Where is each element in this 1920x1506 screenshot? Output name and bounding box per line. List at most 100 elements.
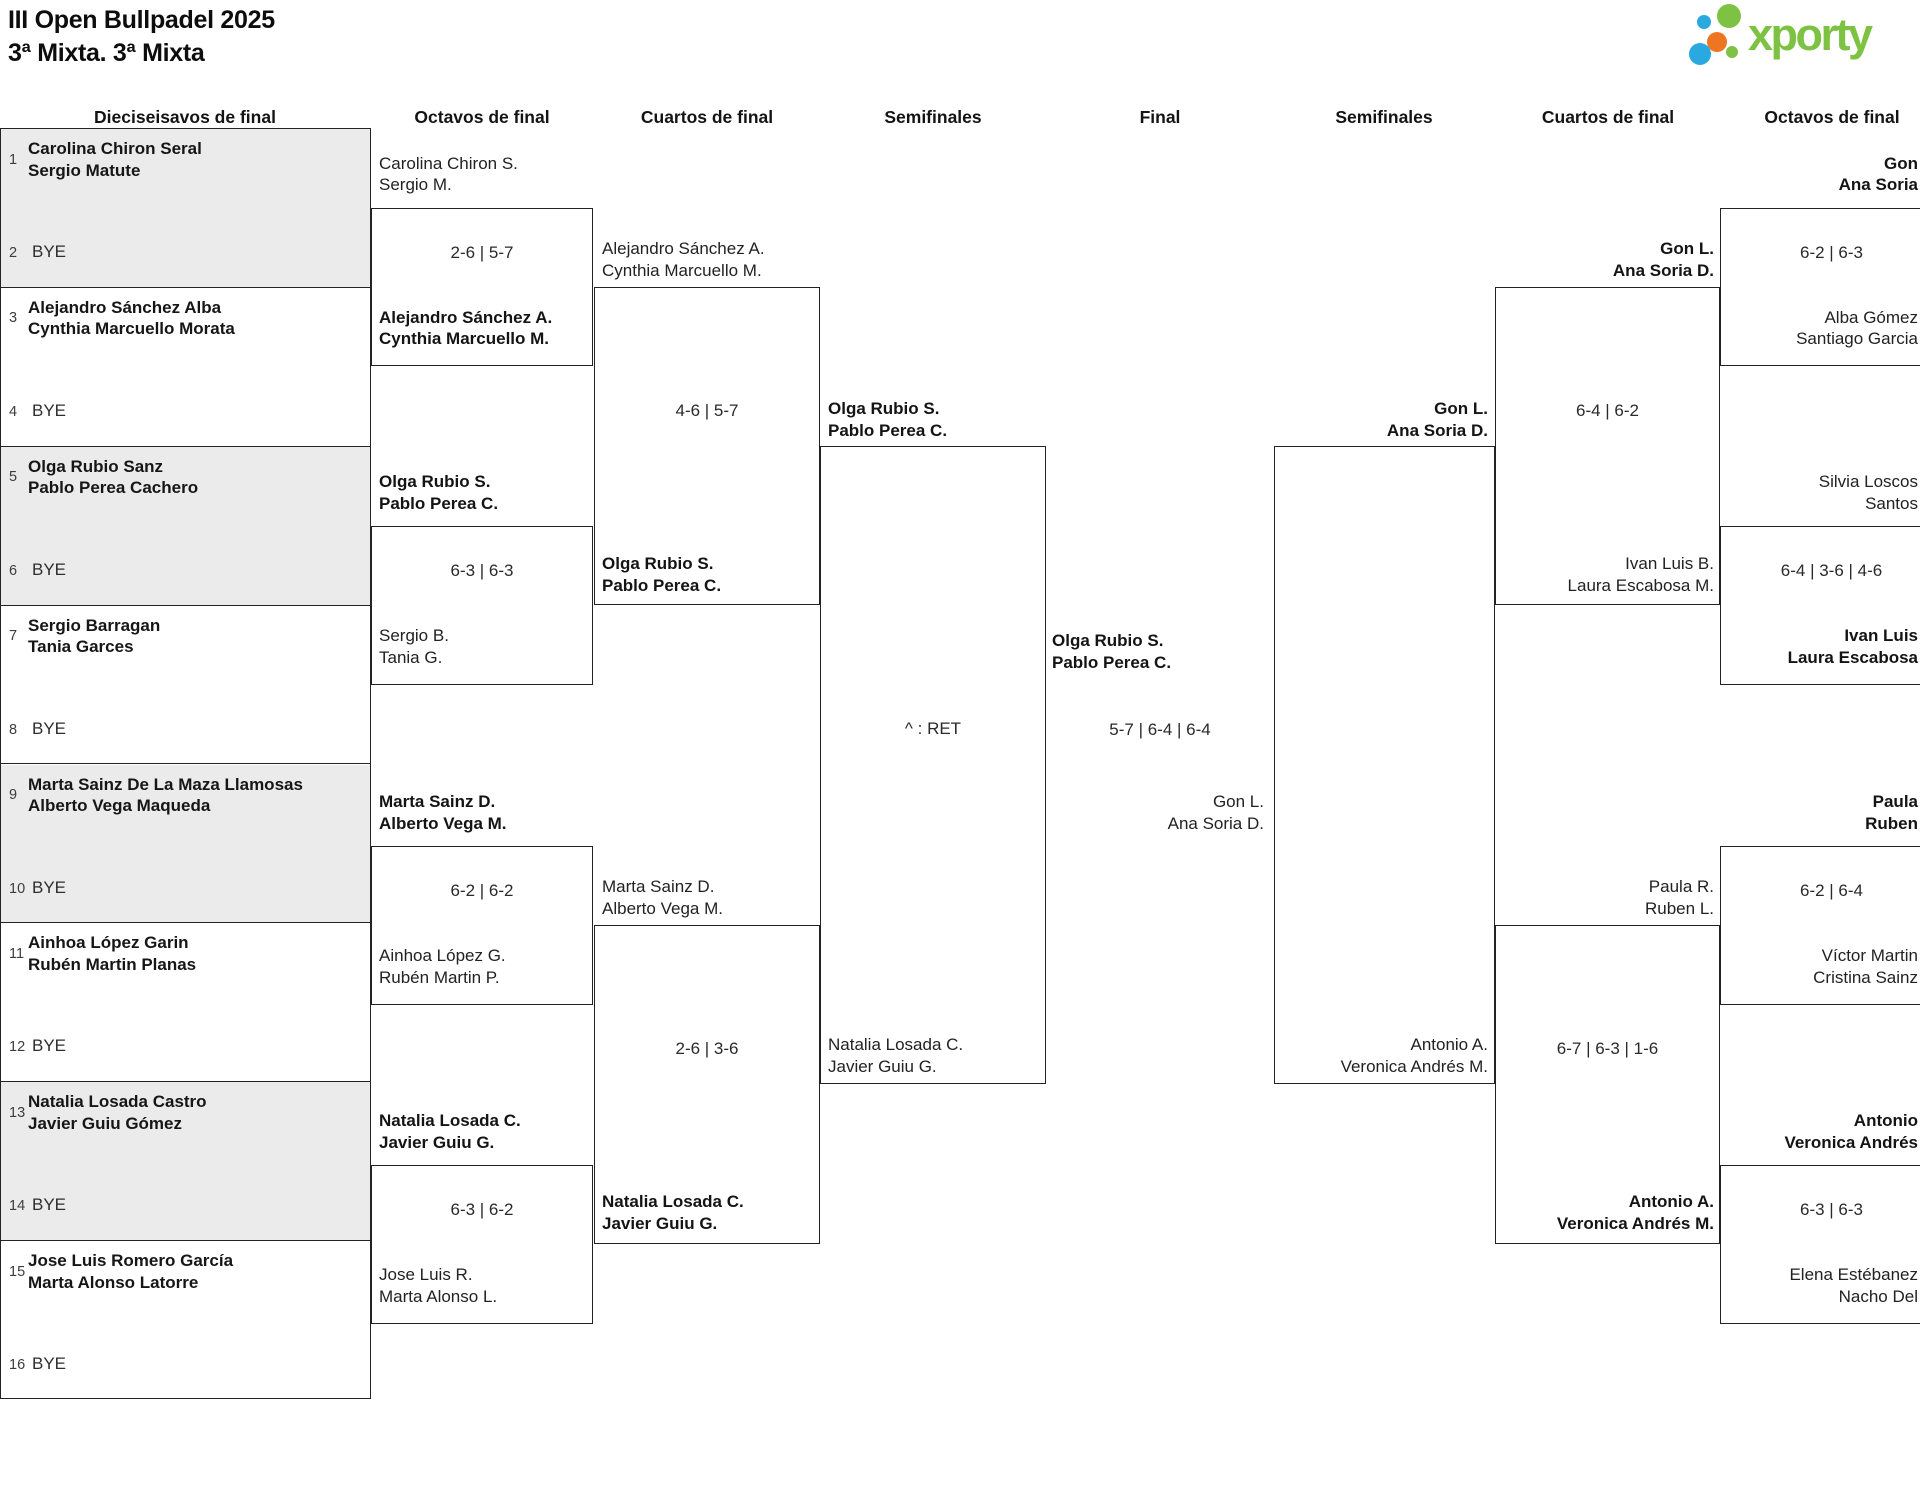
round-header-2: Octavos de final bbox=[414, 107, 550, 127]
r16-right-2-box bbox=[1720, 526, 1920, 685]
r16-right-3-score: 6-2 | 6-4 bbox=[1799, 881, 1863, 900]
qf-right-2-team1: Paula R. Ruben L. bbox=[1495, 876, 1714, 919]
sf-left-team2: Natalia Losada C.Javier Guiu G. bbox=[828, 1034, 963, 1077]
r16-left-1-team1: Carolina Chiron S.Sergio M. bbox=[379, 153, 518, 196]
bye-label: BYE bbox=[32, 718, 67, 738]
r16-left-4-score: 6-3 | 6-2 bbox=[450, 1200, 514, 1219]
bye-label: BYE bbox=[32, 559, 67, 579]
round-header-3: Cuartos de final bbox=[640, 107, 774, 127]
r16-left-2-box bbox=[371, 526, 593, 685]
entrant-name-line: Pablo Perea Cachero bbox=[28, 478, 199, 498]
r16-left-1-score: 2-6 | 5-7 bbox=[450, 242, 514, 262]
seed-number: 11 bbox=[9, 945, 25, 962]
qf-left-1-team2: Olga Rubio S.Pablo Perea C. bbox=[602, 553, 721, 596]
team-name-line: Javier Guiu G. bbox=[602, 1213, 718, 1233]
team-name-line: Gon L. bbox=[1660, 239, 1714, 258]
sf-left-team1: Olga Rubio S.Pablo Perea C. bbox=[828, 398, 947, 441]
r16-left-1-box bbox=[371, 207, 593, 367]
xporty-logo[interactable]: xporty bbox=[1686, 2, 1873, 68]
seed-number: 10 bbox=[9, 880, 26, 897]
r16-right-2-score: 6-4 | 3-6 | 4-6 bbox=[1780, 561, 1883, 580]
team-name-line: Gon bbox=[1884, 153, 1918, 173]
team-name-line: Ivan Luis bbox=[1844, 626, 1918, 645]
final-score: 5-7 | 6-4 | 6-4 bbox=[1109, 720, 1211, 739]
entrant-name-line: Rubén Martin Planas bbox=[28, 954, 197, 974]
entrant-name-line: Ainhoa López Garin bbox=[28, 933, 189, 953]
team-name-line: Cynthia Marcuello M. bbox=[602, 260, 762, 280]
r16-left-4-team1: Natalia Losada C.Javier Guiu G. bbox=[379, 1110, 521, 1153]
qf-right-1-box bbox=[1495, 287, 1720, 605]
xporty-dots-icon bbox=[1686, 2, 1748, 68]
seed-number: 2 bbox=[9, 245, 18, 261]
team-name-line: Laura Escabosa bbox=[1787, 647, 1918, 667]
team-name-line: Víctor Martin bbox=[1821, 946, 1918, 965]
team-name-line: Marta Sainz D. bbox=[602, 877, 715, 896]
qf-right-2-team2: Antonio A.Veronica Andrés M. bbox=[1495, 1191, 1714, 1234]
team-name-line: Elena Estébanez bbox=[1789, 1265, 1918, 1284]
r16-left-2-score: 6-3 | 6-3 bbox=[450, 561, 514, 580]
bye-label: BYE bbox=[32, 877, 67, 897]
team-name-line: Ruben L. bbox=[1645, 898, 1714, 918]
team-name-line: Gon L. bbox=[1212, 792, 1264, 811]
team-name-line: Marta Sainz D. bbox=[379, 792, 496, 811]
qf-left-2-team1: Marta Sainz D.Alberto Vega M. bbox=[602, 876, 723, 919]
team-name-line: Pablo Perea C. bbox=[828, 420, 948, 440]
seed-number: 7 bbox=[9, 628, 18, 645]
entrant-name-line: Marta Alonso Latorre bbox=[28, 1272, 199, 1292]
bye-label: BYE bbox=[32, 1195, 67, 1215]
r16-right-4-score: 6-3 | 6-3 bbox=[1799, 1200, 1863, 1219]
round-header-6: Semifinales bbox=[1335, 107, 1433, 127]
qf-left-2-score: 2-6 | 3-6 bbox=[675, 1039, 739, 1058]
round-header-7: Cuartos de final bbox=[1541, 107, 1675, 127]
entrant-name-line: Tania Garces bbox=[28, 637, 134, 657]
r16-left-1-team2: Alejandro Sánchez A.Cynthia Marcuello M. bbox=[379, 307, 552, 350]
r16-left-3-team1: Marta Sainz D. Alberto Vega M. bbox=[379, 791, 507, 834]
team-name-line: Pablo Perea C. bbox=[379, 493, 499, 513]
team-name-line: Cristina Sainz bbox=[1813, 967, 1918, 987]
entrant-name-line: Javier Guiu Gómez bbox=[28, 1113, 182, 1133]
seed-number: 4 bbox=[9, 403, 18, 420]
r16-right-3-box bbox=[1720, 846, 1920, 1005]
team-name-line: Marta Alonso L. bbox=[379, 1286, 498, 1306]
team-name-line: Olga Rubio S. bbox=[602, 554, 714, 573]
team-name-line: Javier Guiu G. bbox=[828, 1056, 937, 1076]
round-header-5: Final bbox=[1139, 107, 1181, 127]
seed-number: 9 bbox=[9, 787, 18, 803]
entrant-name-line: Cynthia Marcuello Morata bbox=[28, 319, 235, 339]
category-subtitle: 3ª Mixta. 3ª Mixta bbox=[8, 39, 205, 67]
sf-right-team1: Gon L. Ana Soria D. bbox=[1274, 398, 1488, 441]
r16-left-3-score: 6-2 | 6-2 bbox=[450, 881, 514, 900]
team-name-line: Ana Soria D. bbox=[1386, 420, 1488, 440]
team-name-line: Sergio B. bbox=[379, 626, 449, 645]
team-name-line: Ana Soria D. bbox=[1612, 260, 1714, 280]
sf-left-score: ^ : RET bbox=[904, 719, 962, 738]
r16-left-4-team2: Jose Luis R.Marta Alonso L. bbox=[379, 1264, 497, 1307]
qf-left-2-box bbox=[594, 925, 820, 1244]
qf-right-1-score: 6-4 | 6-2 bbox=[1575, 401, 1639, 420]
team-name-line: Alberto Vega M. bbox=[379, 813, 507, 833]
team-name-line: Paula R. bbox=[1648, 877, 1714, 896]
team-name-line: Natalia Losada C. bbox=[602, 1192, 744, 1211]
team-name-line: Veronica Andrés M. bbox=[1340, 1056, 1488, 1076]
team-name-line: Antonio bbox=[1853, 1111, 1918, 1130]
entrant-name-line: Carolina Chiron Seral bbox=[28, 139, 202, 158]
tournament-title: III Open Bullpadel 2025 bbox=[8, 6, 275, 34]
qf-right-1-team1: Gon L. Ana Soria D. bbox=[1495, 238, 1714, 281]
team-name-line: Gon L. bbox=[1434, 399, 1488, 418]
sf-right-team2: Antonio A.Veronica Andrés M. bbox=[1274, 1034, 1488, 1077]
qf-right-2-box bbox=[1495, 925, 1720, 1244]
